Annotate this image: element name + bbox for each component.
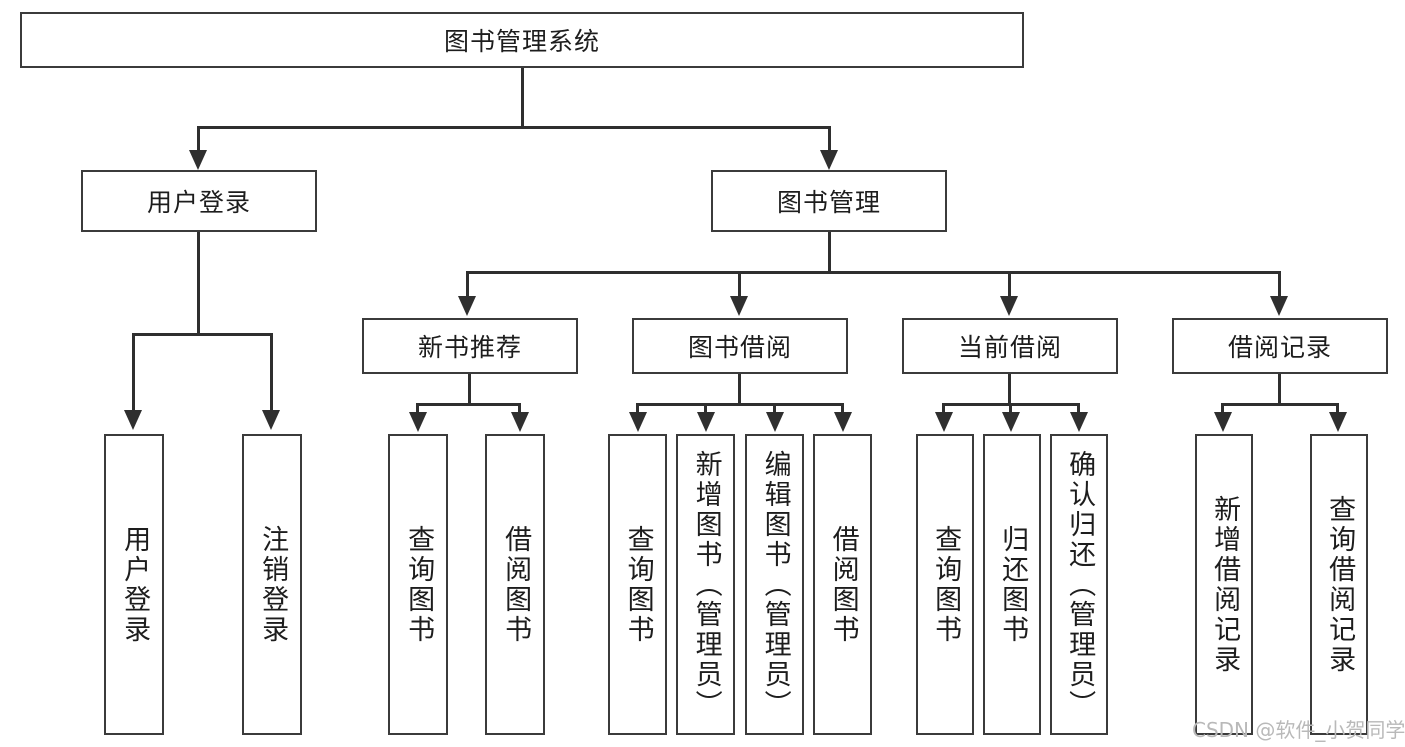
connector-nbr-to-leaf-2 [518,403,521,415]
node-label: 用户登录 [146,188,251,217]
connector-borrow-record-bus [1221,403,1338,406]
connector-new-book-recommend-bus [416,403,521,406]
node-new-book-recommend[interactable]: 新书推荐 [362,318,578,374]
leaf-query-book-1[interactable]: 查询图书 [388,434,448,735]
node-label: 编辑图书（管理员） [759,449,791,720]
node-label: 借阅记录 [1227,333,1332,362]
connector-cb-to-leaf-2 [1009,403,1012,415]
node-current-borrow[interactable]: 当前借阅 [902,318,1118,374]
arrowhead-nbr-to-leaf-1 [409,412,427,432]
connector-bb-to-leaf-3 [773,403,776,415]
arrowhead-to-current-borrow [1000,296,1018,316]
arrowhead-cb-to-leaf-1 [935,412,953,432]
connector-cb-to-leaf-3 [1077,403,1080,415]
connector-root-to-book-management [828,126,831,154]
connector-root-stem [521,68,524,128]
arrowhead-user-login-to-leaf-2 [262,410,280,430]
connector-cb-to-leaf-1 [942,403,945,415]
node-label: 新增图书（管理员） [690,449,722,720]
leaf-query-book-3[interactable]: 查询图书 [916,434,974,735]
connector-book-borrow-bus [636,403,844,406]
connector-user-login-stem [197,232,200,336]
leaf-return-book[interactable]: 归还图书 [983,434,1041,735]
arrowhead-cb-to-leaf-2 [1002,412,1020,432]
node-label: 新增借阅记录 [1209,494,1241,675]
node-label: 查询图书 [403,524,435,645]
node-label: 借阅图书 [500,524,532,645]
watermark-text: CSDN @软件_小贺同学 [1192,718,1405,742]
connector-borrow-record-stem [1278,374,1281,406]
node-book-borrow[interactable]: 图书借阅 [632,318,848,374]
connector-user-login-bus [132,333,272,336]
arrowhead-br-to-leaf-2 [1329,412,1347,432]
leaf-add-record[interactable]: 新增借阅记录 [1195,434,1253,735]
connector-book-borrow-stem [738,374,741,406]
arrowhead-bb-to-leaf-1 [629,412,647,432]
node-label: 查询图书 [930,524,962,645]
leaf-borrow-book-2[interactable]: 借阅图书 [813,434,872,735]
leaf-borrow-book-1[interactable]: 借阅图书 [485,434,545,735]
node-label: 当前借阅 [957,333,1062,362]
arrowhead-bb-to-leaf-2 [697,412,715,432]
connector-new-book-recommend-stem [468,374,471,406]
node-label: 注销登录 [257,524,289,645]
connector-to-new-book-recommend [466,271,469,299]
connector-bb-to-leaf-2 [704,403,707,415]
arrowhead-to-new-book-recommend [458,296,476,316]
connector-root-bus [197,126,831,129]
arrowhead-user-login-to-leaf-1 [124,410,142,430]
leaf-user-login[interactable]: 用户登录 [104,434,164,735]
arrowhead-br-to-leaf-1 [1214,412,1232,432]
arrowhead-nbr-to-leaf-2 [511,412,529,432]
connector-to-borrow-record [1278,271,1281,299]
node-label: 图书借阅 [687,333,792,362]
connector-bb-to-leaf-4 [841,403,844,415]
connector-current-borrow-stem [1008,374,1011,406]
leaf-query-book-2[interactable]: 查询图书 [608,434,667,735]
connector-to-current-borrow [1008,271,1011,299]
connector-to-book-borrow [738,271,741,299]
leaf-add-book[interactable]: 新增图书（管理员） [676,434,735,735]
node-label: 新书推荐 [417,333,522,362]
node-label: 归还图书 [997,524,1029,645]
connector-bb-to-leaf-1 [636,403,639,415]
connector-nbr-to-leaf-1 [416,403,419,415]
leaf-confirm-return[interactable]: 确认归还（管理员） [1050,434,1108,735]
connector-book-management-stem [828,232,831,274]
leaf-edit-book[interactable]: 编辑图书（管理员） [745,434,804,735]
node-label: 借阅图书 [827,524,859,645]
leaf-logout-login[interactable]: 注销登录 [242,434,302,735]
connector-level3-bus [466,271,1278,274]
arrowhead-root-to-book-management [820,150,838,170]
node-borrow-record[interactable]: 借阅记录 [1172,318,1388,374]
arrowhead-bb-to-leaf-4 [834,412,852,432]
node-book-management[interactable]: 图书管理 [711,170,947,232]
arrowhead-cb-to-leaf-3 [1070,412,1088,432]
node-label: 确认归还（管理员） [1064,449,1096,720]
node-label: 查询图书 [622,524,654,645]
connector-root-to-user-login [197,126,200,154]
node-label: 查询借阅记录 [1324,494,1356,675]
arrowhead-bb-to-leaf-3 [766,412,784,432]
node-book-management-system[interactable]: 图书管理系统 [20,12,1024,68]
connector-user-login-to-leaf-1 [132,333,135,413]
arrowhead-to-book-borrow [730,296,748,316]
arrowhead-to-borrow-record [1270,296,1288,316]
node-label: 图书管理 [776,188,881,217]
leaf-query-record[interactable]: 查询借阅记录 [1310,434,1368,735]
node-label: 图书管理系统 [443,27,600,56]
connector-br-to-leaf-2 [1336,403,1339,415]
node-label: 用户登录 [119,524,151,645]
arrowhead-root-to-user-login [189,150,207,170]
node-user-login[interactable]: 用户登录 [81,170,317,232]
connector-user-login-to-leaf-2 [270,333,273,413]
connector-br-to-leaf-1 [1221,403,1224,415]
